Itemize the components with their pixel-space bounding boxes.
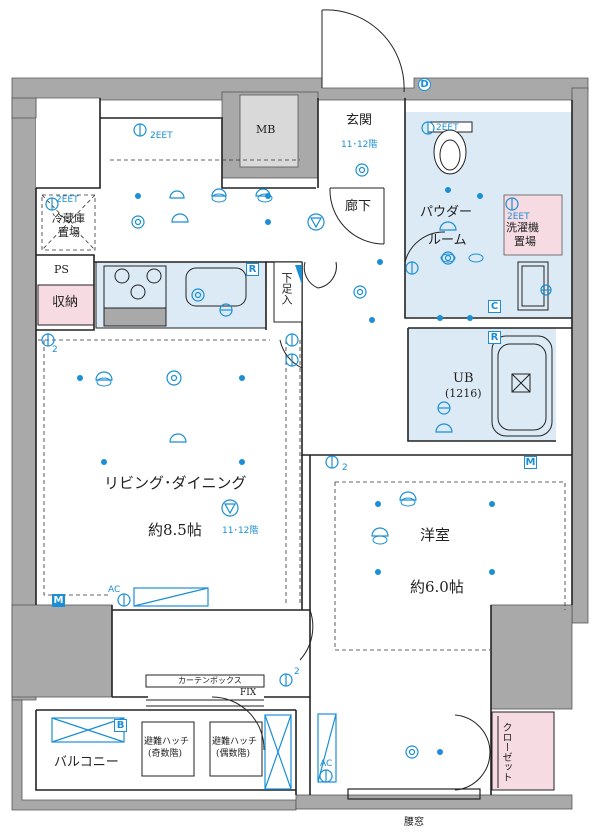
ub-label-1: UB (453, 371, 474, 386)
hatch-even-label-2: (偶数階) (216, 749, 251, 759)
living-label: リビング･ダイニング (104, 474, 247, 492)
western-room-label: 洋室 (420, 526, 451, 544)
switch-icon (96, 193, 484, 545)
bathtub-icon (491, 335, 553, 437)
ps-label: PS (54, 263, 69, 276)
washer-area (503, 194, 563, 256)
shoe-box (273, 261, 303, 323)
two-label-3: 2 (294, 667, 300, 677)
ac-label-2: AC (320, 759, 333, 769)
two-eet-label-3: 2EET (436, 123, 459, 133)
wall-light-icon (41, 121, 552, 783)
living-size-label: 約8.5帖 (148, 521, 202, 539)
fix-label: FIX (240, 688, 257, 698)
storage-area (37, 284, 95, 326)
dashed-lines (38, 159, 566, 651)
two-label-2: 2 (342, 463, 348, 473)
storage-label: 収納 (52, 295, 79, 310)
fridge-label-1: 冷蔵庫 (52, 212, 85, 225)
washer-label-2: 置場 (514, 235, 536, 248)
cooktop-icon (103, 265, 167, 327)
two-eet-label-1: 2EET (150, 131, 173, 141)
hallway-label: 廊下 (345, 199, 372, 214)
interior-walls (35, 98, 573, 795)
balcony-label: バルコニー (54, 755, 119, 770)
washer-label-1: 洗濯機 (506, 221, 539, 234)
ac-label-1: AC (108, 585, 121, 595)
m-badge-western: M (524, 456, 537, 469)
two-eet-label-2: 2EET (56, 195, 79, 205)
entrance-label: 玄関 (346, 113, 373, 128)
b-badge: B (114, 719, 127, 732)
hatch-odd-label-1: 避難ハッチ (144, 737, 190, 747)
closet-area (491, 711, 555, 791)
kitchen-sink-icon (185, 267, 247, 307)
ub-floor (408, 328, 556, 441)
r-badge-ub: R (488, 331, 501, 344)
closet-label: クローゼット (500, 722, 511, 782)
fridge-label-2: 置場 (58, 226, 80, 239)
western-size-label: 約6.0帖 (410, 578, 464, 596)
hatch-odd-label-2: (奇数階) (148, 749, 183, 759)
c-badge: C (488, 300, 501, 313)
ceiling-light-icon (77, 187, 495, 755)
entry-door (211, 9, 491, 791)
downlight-icon (131, 163, 455, 759)
exterior-walls (11, 77, 589, 811)
toilet-icon (427, 121, 473, 175)
mb-label: MB (256, 123, 276, 136)
two-eet-label-4: 2EET (507, 212, 530, 222)
smoke-detector-icon (221, 213, 325, 517)
two-label-1: 2 (52, 345, 58, 355)
waist-window-label: 腰窓 (404, 817, 424, 828)
door-badge: D (418, 78, 431, 91)
entrance-ceiling-label: 11･12階 (341, 140, 378, 150)
shoe-box-label: 下足入 (280, 272, 293, 305)
r-badge-kitchen: R (246, 263, 259, 276)
outlet-icon (95, 188, 457, 537)
living-ceiling-label: 11･12階 (222, 526, 259, 536)
powder-room-label-1: パウダー (420, 205, 473, 220)
curtain-box-label: カーテンボックス (178, 676, 242, 685)
powder-room-label-2: ルーム (428, 233, 467, 248)
curtain-box (145, 674, 265, 688)
hatch-even-label-1: 避難ハッチ (212, 737, 258, 747)
m-badge-ldk: M (52, 594, 65, 607)
ub-label-2: (1216) (445, 387, 482, 400)
evacuation-hatches (141, 721, 263, 777)
